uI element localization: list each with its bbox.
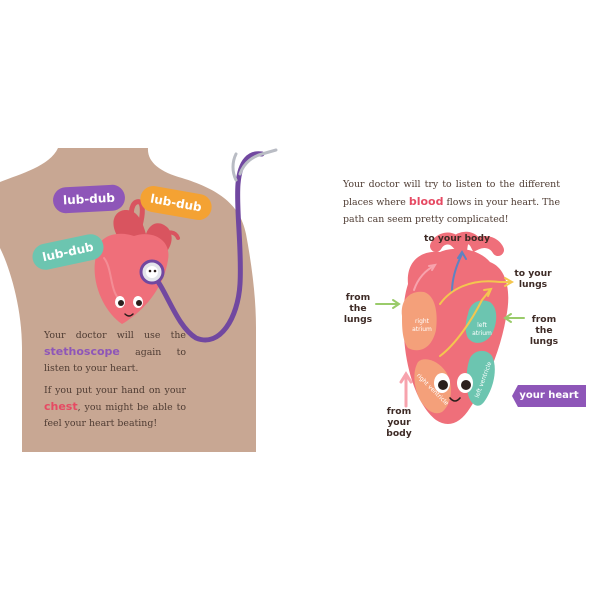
your-heart-tag: your heart: [512, 385, 586, 407]
lub-dub-bubble-purple: lub-dub: [52, 184, 126, 214]
flow-arrow-top-left: [413, 265, 435, 291]
keyword-stethoscope: stethoscope: [44, 345, 120, 358]
text-span: flows in your heart. The path can seem p…: [343, 197, 560, 225]
label-left-atrium: left atrium: [472, 322, 492, 337]
text-span: Your doctor will try to listen to the di…: [343, 179, 560, 208]
right-page-text: Your doctor will try to listen to the di…: [343, 176, 560, 228]
heart-diagram: [375, 231, 525, 424]
heart-character: [94, 199, 180, 324]
text-span: , you might be able to feel your heart b…: [44, 402, 186, 429]
stethoscope-earpiece: [238, 148, 278, 176]
text-span: again to listen to your heart.: [44, 347, 186, 374]
label-right-atrium: right atrium: [412, 318, 432, 333]
label-from-your-body: from your body: [386, 406, 412, 439]
chest-paragraph: If you put your hand on your chest, you …: [44, 383, 186, 432]
text-span: Your doctor will use the: [44, 330, 186, 341]
flow-arrow-to-lungs: [439, 280, 511, 305]
text-span: If you put your hand on your: [44, 385, 186, 396]
body-illustration: [0, 148, 278, 452]
flow-arrow-to-body: [451, 253, 463, 293]
label-to-your-lungs: to your lungs: [514, 268, 552, 290]
keyword-blood: blood: [408, 195, 444, 208]
right-atrium-shape: [401, 291, 437, 351]
left-ventricle-shape: [466, 350, 495, 406]
left-atrium-shape: [465, 300, 497, 343]
keyword-chest: chest: [44, 400, 78, 413]
label-from-the-lungs-right: from the lungs: [529, 314, 559, 347]
left-page-text: Your doctor will use the stethoscope aga…: [44, 328, 186, 438]
label-from-the-lungs-left: from the lungs: [343, 292, 373, 325]
right-ventricle-shape: [414, 359, 451, 414]
label-to-your-body: to your body: [424, 233, 490, 244]
heart-face: [434, 373, 473, 402]
flow-arrow-inner: [439, 289, 491, 357]
stethoscope-paragraph: Your doctor will use the stethoscope aga…: [44, 328, 186, 377]
